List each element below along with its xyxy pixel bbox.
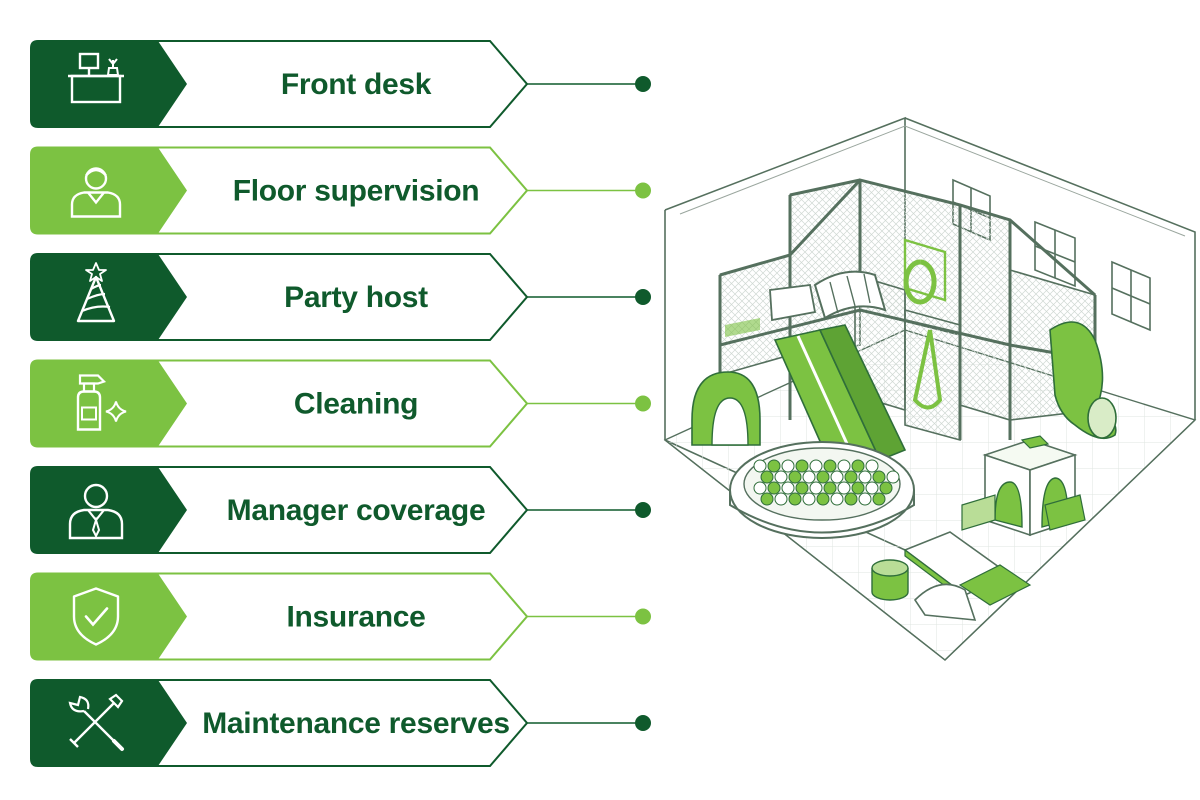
connector-dot <box>635 395 651 412</box>
row-icon-tab <box>31 360 187 447</box>
ball <box>767 481 781 495</box>
double-slide <box>773 324 907 476</box>
ball <box>837 481 851 495</box>
ball <box>823 481 837 495</box>
ball <box>823 459 837 473</box>
tools-icon <box>68 693 124 751</box>
ball <box>774 492 788 506</box>
ball <box>872 470 886 484</box>
connector-dot <box>635 502 651 518</box>
ball <box>865 481 879 495</box>
row-label: Party host <box>284 281 428 314</box>
ball <box>886 470 900 484</box>
left-arch-steps <box>691 371 761 446</box>
ball <box>795 481 809 495</box>
party-hat-icon <box>76 262 116 323</box>
row-2: Floor supervision <box>30 146 651 235</box>
ball <box>809 459 823 473</box>
row-3: Party host <box>30 253 651 341</box>
category-list: Front desk Floor supervision Party host … <box>30 40 651 767</box>
ball <box>760 492 774 506</box>
manager-icon <box>68 483 124 540</box>
row-1: Front desk <box>30 40 651 128</box>
ball <box>879 481 893 495</box>
ball <box>795 459 809 473</box>
ball <box>830 492 844 506</box>
connector-dot <box>635 76 651 92</box>
ball <box>851 481 865 495</box>
ball <box>781 481 795 495</box>
row-label: Floor supervision <box>233 175 480 208</box>
row-icon-tab <box>31 41 187 127</box>
ball <box>774 470 788 484</box>
row-label: Insurance <box>286 601 425 634</box>
row-icon-tab <box>31 573 187 660</box>
row-label: Manager coverage <box>227 494 486 527</box>
spray-bottle-icon <box>76 374 127 431</box>
ball <box>802 470 816 484</box>
ball <box>851 459 865 473</box>
indoor-playground-illustration <box>663 116 1197 661</box>
front-desk-icon <box>68 52 124 104</box>
connector-dot <box>635 182 651 199</box>
tube-slide <box>1049 321 1117 440</box>
row-label: Cleaning <box>294 388 418 421</box>
row-5: Manager coverage <box>30 466 651 554</box>
ball <box>816 492 830 506</box>
ball <box>753 459 767 473</box>
soft-play-block <box>961 435 1086 537</box>
ball-pit <box>729 441 915 539</box>
row-icon-tab <box>31 254 187 340</box>
ball <box>788 492 802 506</box>
ball <box>788 470 802 484</box>
ball <box>858 470 872 484</box>
ball <box>837 459 851 473</box>
ball <box>781 459 795 473</box>
row-label: Front desk <box>281 68 432 101</box>
row-6: Insurance <box>30 572 651 661</box>
row-7: Maintenance reserves <box>30 679 651 767</box>
ball <box>858 492 872 506</box>
row-label: Maintenance reserves <box>202 707 510 740</box>
row-4: Cleaning <box>30 359 651 448</box>
ball <box>802 492 816 506</box>
staff-person-icon <box>70 167 122 218</box>
foam-mats <box>871 531 1032 621</box>
row-icon-tab <box>31 680 187 766</box>
ball <box>830 470 844 484</box>
ball <box>767 459 781 473</box>
connector-dot <box>635 289 651 305</box>
shield-check-icon <box>72 587 120 646</box>
ball <box>844 492 858 506</box>
connector-dot <box>635 608 651 625</box>
row-icon-tab <box>31 147 187 234</box>
ball <box>760 470 774 484</box>
climbing-frame <box>718 178 1097 442</box>
ball <box>809 481 823 495</box>
ball <box>816 470 830 484</box>
ball <box>872 492 886 506</box>
ball <box>865 459 879 473</box>
ball <box>753 481 767 495</box>
ball <box>844 470 858 484</box>
connector-dot <box>635 715 651 731</box>
